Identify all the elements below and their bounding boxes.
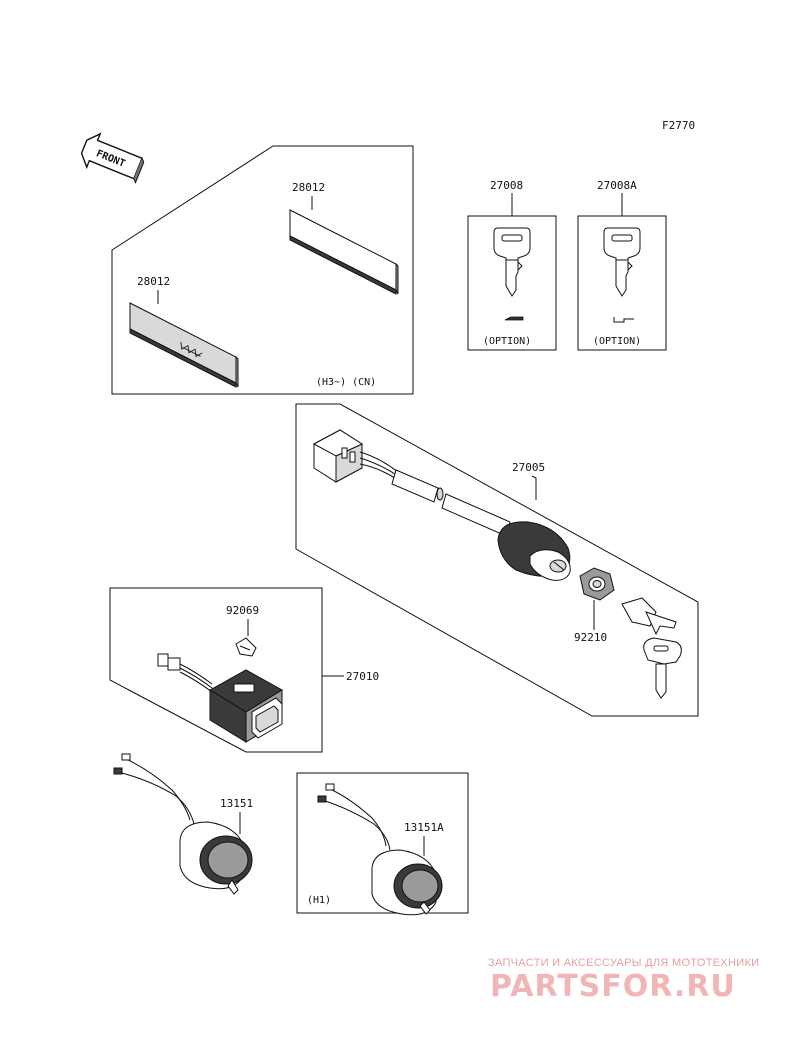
watermark-subtitle: ЗАПЧАСТИ И АКСЕССУАРЫ ДЛЯ МОТОТЕХНИКИ: [488, 957, 759, 969]
ignition-switch-frame: [295, 403, 699, 717]
key-blank-frame: [467, 215, 557, 351]
watermark-logo: PARTSFOR.RU: [490, 969, 736, 1004]
wire-icon: [113, 753, 195, 825]
key-icon: [621, 597, 677, 636]
key-blank-alt-frame: [577, 215, 667, 351]
key-blank-alt-caption: (OPTION): [593, 336, 641, 347]
socket-alt-label: 13151A: [404, 821, 444, 834]
socket-group: 13151: [113, 753, 253, 895]
decals-note: (H3~) (CN): [316, 377, 376, 388]
ignition-switch-group: 27005 92210: [295, 403, 699, 717]
key-icon: [643, 637, 682, 699]
indicator-switch-frame: [109, 587, 323, 753]
decals-frame: [111, 145, 414, 395]
socket-alt-group: 13151A (H1): [296, 772, 469, 916]
ignition-switch-icon: [497, 521, 571, 581]
key-cut-icon: [504, 316, 524, 321]
decal-logo-mark: [180, 341, 203, 358]
decal-icon: [289, 209, 399, 295]
key-blank-group: 27008 (OPTION): [467, 179, 557, 351]
nut-icon: [579, 567, 615, 601]
socket-alt-frame: [296, 772, 469, 914]
key-blank-alt-label: 27008A: [597, 179, 637, 192]
ref-code: F2770: [662, 119, 695, 132]
ignition-switch-label: 27005: [512, 461, 545, 474]
indicator-switch-label: 27010: [346, 670, 379, 683]
socket-label: 13151: [220, 797, 253, 810]
wire-icon: [317, 783, 391, 851]
socket-icon: [371, 849, 443, 916]
bulb-icon: [235, 637, 257, 657]
decals-group: 28012 28012 (H3~) (CN): [111, 145, 414, 395]
nut-label: 92210: [574, 631, 607, 644]
decal-lower-label: 28012: [137, 275, 170, 288]
rocker-switch-icon: [157, 653, 283, 743]
socket-alt-note: (H1): [307, 895, 331, 906]
key-blank-alt-group: 27008A (OPTION): [577, 179, 667, 351]
key-blank-caption: (OPTION): [483, 336, 531, 347]
key-cut-icon: [613, 317, 634, 323]
socket-icon: [179, 821, 253, 895]
key-blank-label: 27008: [490, 179, 523, 192]
indicator-switch-group: 92069 27010: [109, 587, 379, 753]
bulb-label: 92069: [226, 604, 259, 617]
key-icon: [603, 227, 641, 297]
front-arrow-icon: FRONT: [80, 132, 145, 184]
watermark: ЗАПЧАСТИ И АКСЕССУАРЫ ДЛЯ МОТОТЕХНИКИ PA…: [488, 957, 759, 1004]
connector-icon: [312, 429, 364, 483]
wire-harness-icon: [359, 451, 511, 537]
decal-icon: [129, 302, 239, 388]
key-icon: [493, 227, 531, 297]
ignition-switch-leader: [531, 475, 537, 500]
decal-upper-label: 28012: [292, 181, 325, 194]
